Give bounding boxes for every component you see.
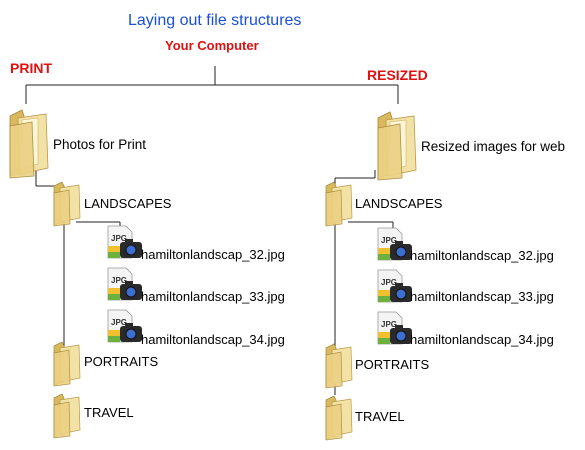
jpg-badge: JPG [111, 318, 127, 327]
root-folder-label: Photos for Print [53, 137, 147, 152]
jpg-file-icon[interactable]: JPG [106, 308, 144, 344]
folder-icon[interactable] [52, 392, 82, 439]
folder-label-travel: TRAVEL [84, 405, 134, 420]
folder-icon[interactable] [52, 180, 82, 227]
folder-icon[interactable] [376, 108, 418, 181]
jpg-file-icon[interactable]: JPG [106, 224, 144, 260]
page-subtitle: Your Computer [165, 38, 259, 53]
folder-icon[interactable] [324, 394, 354, 441]
jpg-file-icon[interactable]: JPG [376, 268, 414, 304]
jpg-badge: JPG [111, 276, 127, 285]
jpg-file-icon[interactable]: JPG [376, 310, 414, 346]
root-folder-label: Resized images for web [421, 139, 566, 154]
page-title: Laying out file structures [128, 12, 302, 29]
file-label-33: hamiltonlandscap_33.jpg [141, 289, 285, 304]
folder-label-travel: TRAVEL [355, 409, 405, 424]
folder-label-landscapes: LANDSCAPES [84, 196, 172, 211]
folder-icon[interactable] [52, 340, 82, 387]
file-label-32: hamiltonlandscap_32.jpg [410, 248, 554, 263]
jpg-file-icon[interactable]: JPG [106, 266, 144, 302]
file-label-34: hamiltonlandscap_34.jpg [410, 332, 554, 347]
jpg-file-icon[interactable]: JPG [376, 226, 414, 262]
jpg-badge: JPG [381, 278, 397, 287]
file-label-34: hamiltonlandscap_34.jpg [141, 332, 285, 347]
resized-heading: RESIZED [367, 67, 428, 83]
folder-icon[interactable] [324, 180, 354, 227]
folder-icon[interactable] [8, 106, 50, 179]
print-heading: PRINT [10, 60, 52, 76]
folder-label-portraits: PORTRAITS [355, 357, 430, 372]
file-label-33: hamiltonlandscap_33.jpg [410, 289, 554, 304]
jpg-badge: JPG [381, 236, 397, 245]
folder-icon[interactable] [324, 342, 354, 389]
jpg-badge: JPG [111, 234, 127, 243]
jpg-badge: JPG [381, 320, 397, 329]
folder-label-portraits: PORTRAITS [84, 354, 159, 369]
folder-label-landscapes: LANDSCAPES [355, 196, 443, 211]
file-label-32: hamiltonlandscap_32.jpg [141, 247, 285, 262]
